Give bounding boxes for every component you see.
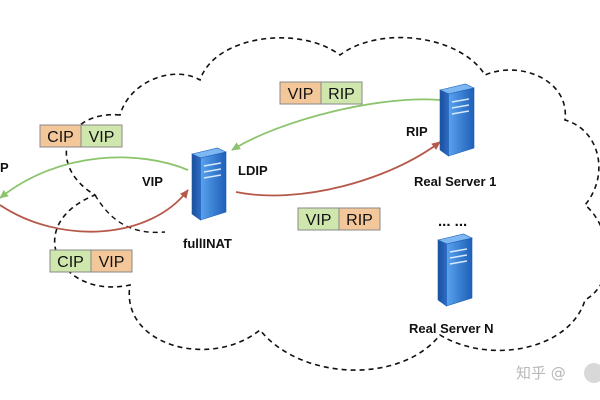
network-cloud-outline <box>53 36 600 371</box>
bottom-forward-tag-cell-2-text: VIP <box>99 254 125 271</box>
left-return-tag-cell-1-text: CIP <box>47 129 74 146</box>
middle-forward-tag-cell-2-text: RIP <box>346 212 373 229</box>
packet-tag-bottom-forward: CIP VIP <box>49 249 133 273</box>
real-server-1-icon <box>439 83 475 157</box>
bottom-forward-tag-cell-2 <box>90 249 133 273</box>
packet-tag-top-return: VIP RIP <box>279 81 363 105</box>
watermark-avatar-icon <box>584 363 600 383</box>
vip-label: VIP <box>142 174 163 189</box>
top-return-tag-cell-2-text: RIP <box>328 86 355 103</box>
rip-label: RIP <box>406 124 428 139</box>
return-arrow-lb-to-client <box>0 156 189 199</box>
forward-arrow-client-to-lb <box>0 189 189 233</box>
middle-forward-tag-cell-1-text: VIP <box>306 212 332 229</box>
real-server-n-label: Real Server N <box>409 321 494 336</box>
top-return-tag-cell-2 <box>320 81 363 105</box>
packet-tag-middle-forward: VIP RIP <box>297 207 381 231</box>
inner-cloud-curve <box>94 194 166 234</box>
top-return-tag-cell-1-text: VIP <box>288 86 314 103</box>
left-return-tag-cell-2 <box>80 124 123 148</box>
left-return-tag-cell-2-text: VIP <box>89 129 115 146</box>
fullnat-label: fullINAT <box>183 236 232 251</box>
real-server-n-icon <box>437 233 473 307</box>
fullnat-server-icon <box>191 147 227 221</box>
forward-arrow-lb-to-rs1 <box>235 141 441 197</box>
client-edge-label: P <box>0 160 9 175</box>
ldip-label: LDIP <box>238 163 268 178</box>
real-server-1-label: Real Server 1 <box>414 174 496 189</box>
servers-ellipsis: ... ... <box>438 213 467 230</box>
packet-tag-left-return: CIP VIP <box>39 124 123 148</box>
bottom-forward-tag-cell-1-text: CIP <box>57 254 84 271</box>
middle-forward-tag-cell-2 <box>338 207 381 231</box>
return-arrow-rs1-to-lb <box>231 98 441 151</box>
watermark-text: 知乎 @ <box>516 364 566 382</box>
